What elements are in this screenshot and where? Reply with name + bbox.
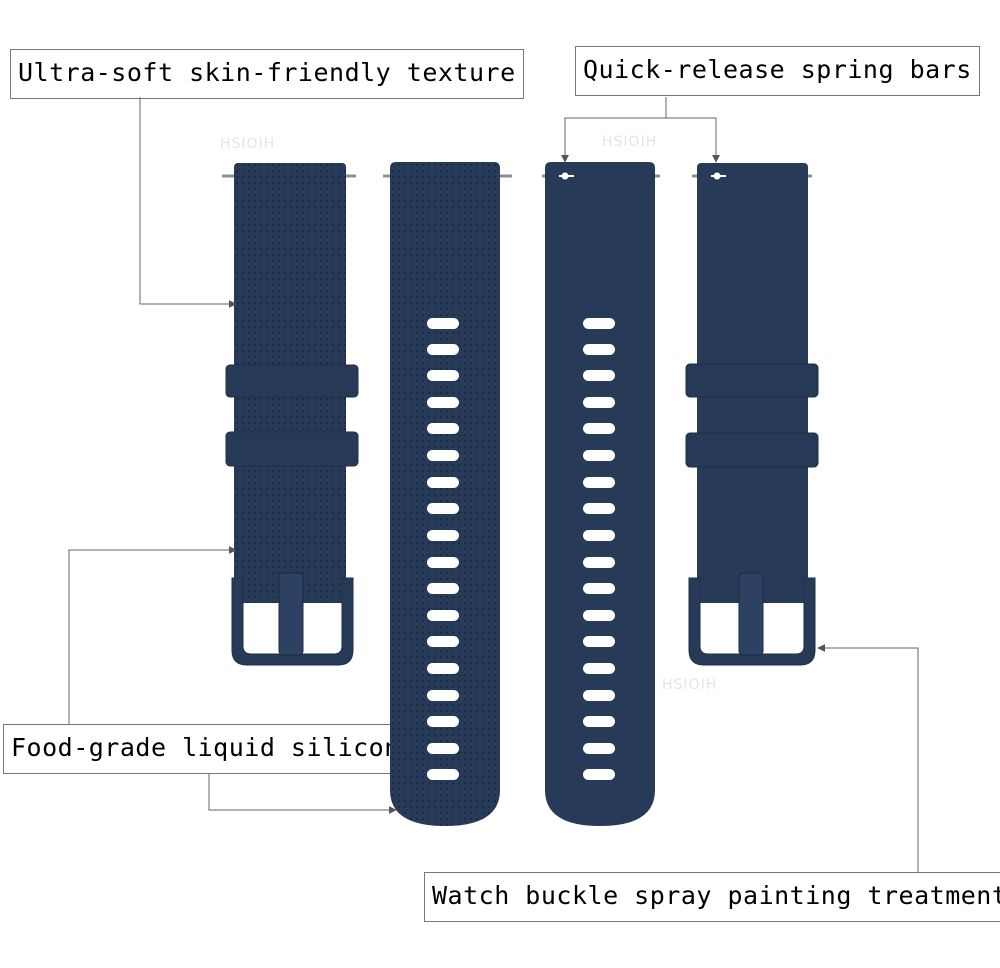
smooth-buckle-strap — [685, 163, 819, 666]
buckle-frame — [231, 577, 354, 666]
leader-line-springbar-left — [561, 97, 667, 163]
buckle-frame — [688, 577, 816, 666]
buckle-tongue — [738, 572, 764, 656]
label-quick-release-spring-bars: Quick-release spring bars — [575, 46, 980, 96]
strap-keeper-loop — [225, 364, 359, 398]
strap-keeper-loop — [225, 431, 359, 467]
strap-keeper-loop — [685, 363, 819, 398]
leader-lines — [68, 97, 919, 872]
strap-keeper-loop — [685, 432, 819, 468]
textured-holed-strap — [383, 162, 512, 826]
strap-holes — [583, 318, 615, 780]
strap-holes — [427, 318, 459, 780]
watermark-1: HSIOIH — [220, 136, 276, 152]
label-food-grade-silicone: Food-grade liquid silicone — [3, 724, 424, 774]
strap-body — [390, 162, 500, 826]
label-buckle-spray-painting: Watch buckle spray painting treatment — [424, 872, 1000, 922]
leader-line-buckle — [817, 644, 919, 872]
leader-line-springbar-right — [666, 117, 720, 163]
leader-line-silicone-up — [68, 546, 237, 724]
smooth-holed-strap — [542, 162, 660, 826]
watermark-2: HSIOIH — [602, 134, 658, 150]
strap-body — [545, 162, 655, 826]
leader-line-silicone-down — [208, 774, 397, 814]
watermark-3: HSIOIH — [662, 677, 718, 693]
textured-buckle-strap — [222, 163, 359, 666]
label-ultra-soft-texture: Ultra-soft skin-friendly texture — [10, 49, 524, 99]
buckle-tongue — [278, 572, 304, 656]
leader-line-texture — [139, 97, 237, 308]
